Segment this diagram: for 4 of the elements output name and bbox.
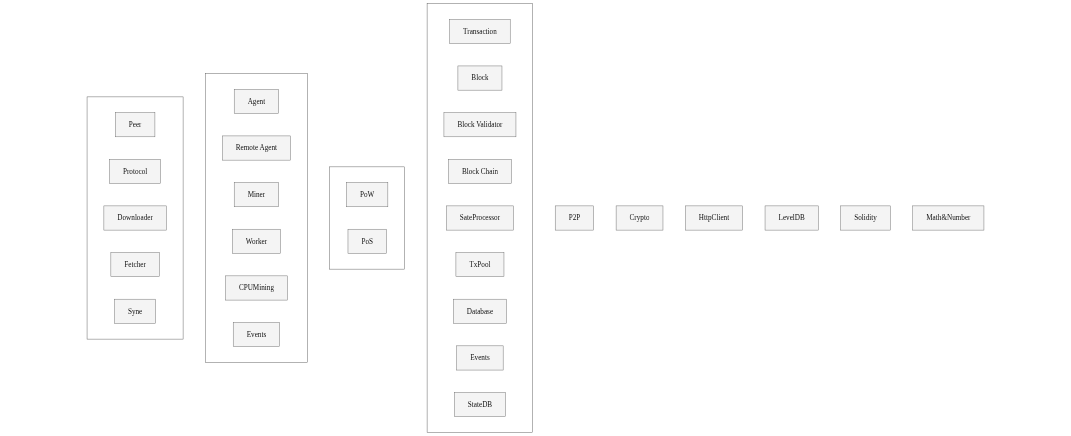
cluster <box>329 166 405 270</box>
cluster <box>205 73 308 363</box>
cluster <box>426 3 533 433</box>
cluster <box>86 96 184 340</box>
